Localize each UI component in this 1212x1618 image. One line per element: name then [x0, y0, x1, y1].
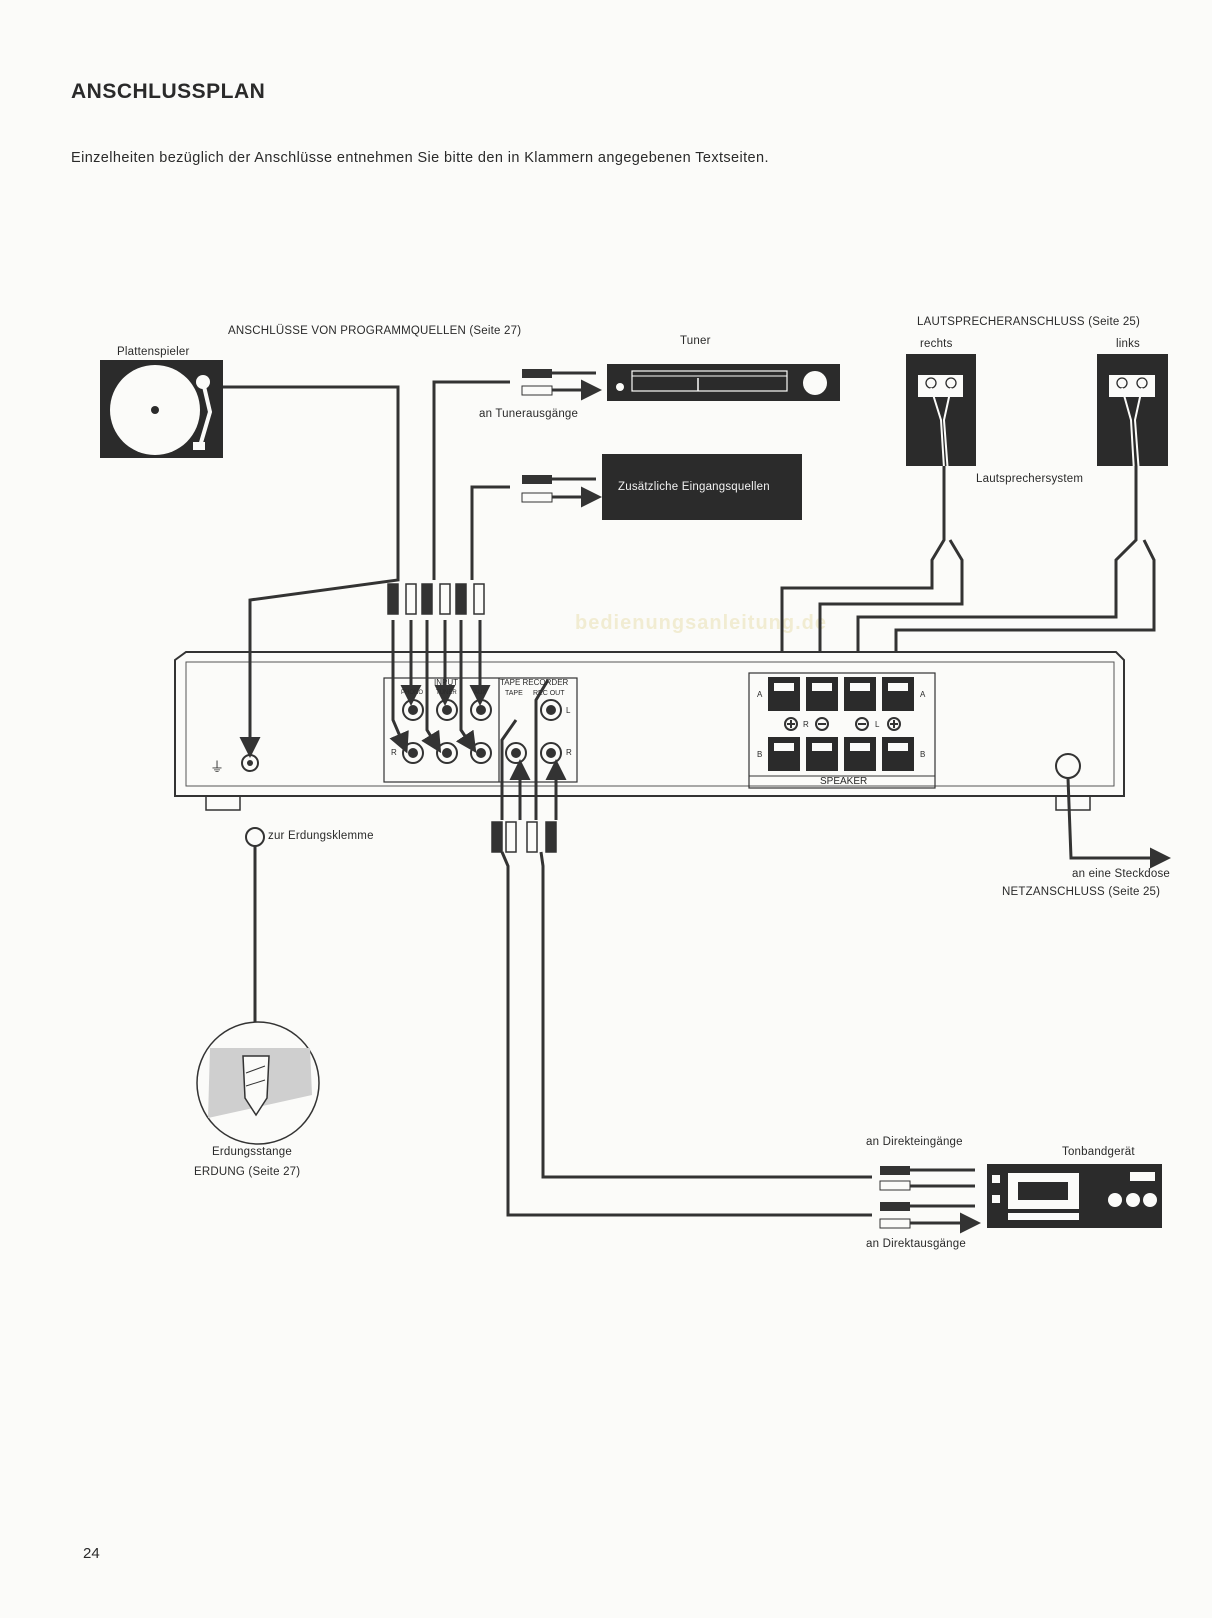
- direct-inputs-label: an Direkteingänge: [866, 1136, 963, 1148]
- panel-tape-label: TAPE: [505, 690, 523, 697]
- turntable-icon: [100, 360, 223, 458]
- speaker-right-label: rechts: [920, 338, 953, 350]
- tuner-outputs-label: an Tunerausgänge: [479, 408, 579, 420]
- power-cord: [1066, 777, 1171, 869]
- tape-deck-plugs: [879, 1166, 975, 1228]
- polarity-marks: [784, 717, 901, 731]
- speaker-panel-label: SPEAKER: [820, 776, 868, 787]
- ground-heading: ERDUNG (Seite 27): [194, 1166, 301, 1178]
- sources-heading: ANSCHLÜSSE VON PROGRAMMQUELLEN (Seite 27…: [228, 325, 522, 337]
- speaker-a-right-label: A: [920, 690, 926, 699]
- tape-deck-icon: [987, 1164, 1162, 1228]
- panel-tuner-label: TUNER: [436, 690, 457, 696]
- speaker-left-label: links: [1116, 338, 1141, 350]
- amplifier-rear-panel: ⏚: [174, 651, 1125, 811]
- panel-aux-label: AUX: [474, 690, 487, 696]
- speaker-cables: [771, 466, 1156, 674]
- speaker-terminals: [768, 677, 914, 771]
- mains-heading: NETZANSCHLUSS (Seite 25): [1002, 886, 1161, 898]
- svg-text:⏚: ⏚: [210, 759, 224, 775]
- speakers-heading: LAUTSPRECHERANSCHLUSS (Seite 25): [917, 316, 1141, 328]
- page-number: 24: [83, 1545, 100, 1562]
- left-speaker-icon: [1097, 354, 1168, 541]
- panel-l-label: L: [566, 706, 571, 715]
- panel-r-label-left: R: [391, 748, 397, 757]
- panel-tape-recorder-label: TAPE RECORDER: [500, 678, 569, 687]
- source-cables: [223, 380, 567, 820]
- panel-input-label: INPUT: [434, 678, 458, 687]
- aux-source-box: [602, 454, 802, 520]
- right-speaker-icon: [906, 354, 976, 501]
- tape-cables: [491, 821, 872, 1217]
- speaker-b-right-label: B: [920, 750, 926, 759]
- panel-r-label: R: [566, 748, 572, 757]
- ground-rod-label: Erdungsstange: [212, 1146, 292, 1158]
- page-intro: Einzelheiten bezüglich der Anschlüsse en…: [71, 150, 769, 166]
- page-title: ANSCHLUSSPLAN: [71, 80, 266, 103]
- aux-sources-label: Zusätzliche Eingangsquellen: [618, 481, 770, 493]
- turntable-label: Plattenspieler: [117, 346, 190, 358]
- ground-wire: [196, 827, 320, 1145]
- panel-rec-out-label: REC OUT: [533, 690, 565, 697]
- tape-deck-label: Tonbandgerät: [1062, 1146, 1135, 1158]
- mains-outlet-label: an eine Steckdose: [1072, 868, 1171, 880]
- rca-plugs-tuner: [521, 369, 596, 502]
- speaker-system-label: Lautsprechersystem: [976, 473, 1084, 485]
- speaker-a-left-label: A: [757, 690, 763, 699]
- speaker-l-label: L: [875, 720, 880, 729]
- panel-phono-label: PHONO: [401, 690, 424, 696]
- speaker-r-label: R: [803, 720, 809, 729]
- tuner-label: Tuner: [680, 335, 711, 347]
- speaker-b-left-label: B: [757, 750, 763, 759]
- rca-plugs-inputs: [387, 583, 485, 615]
- direct-outputs-label: an Direktausgänge: [866, 1238, 966, 1250]
- ground-terminal-label: zur Erdungsklemme: [268, 830, 374, 842]
- watermark: bedienungsanleitung.de: [575, 612, 828, 634]
- tuner-icon: [607, 364, 840, 401]
